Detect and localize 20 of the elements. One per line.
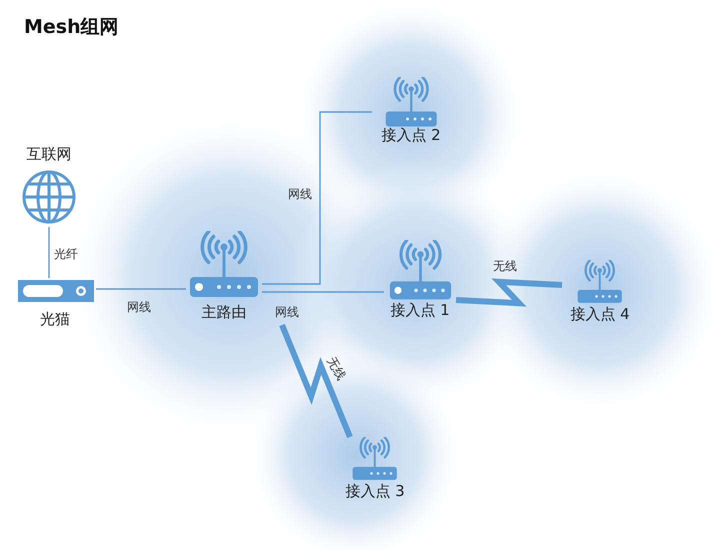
cable-line [262,291,384,293]
cable-line [48,227,50,278]
cable-line [96,288,186,290]
wireless-link [456,278,562,307]
device-label: 主路由 [200,303,248,322]
device-label: 接入点 3 [344,482,406,501]
edge-label: 光纤 [54,246,78,263]
device-label: 光猫 [39,310,71,329]
cable-line [262,111,372,285]
device-label: 接入点 4 [569,305,631,324]
edge-label: 无线 [493,258,517,275]
edge-label: 无线 [323,354,350,384]
device-label: 互联网 [26,145,72,164]
device-label: 接入点 2 [380,126,442,145]
device-label: 接入点 1 [389,301,451,320]
edge-label: 网线 [127,299,151,316]
wireless-link [279,324,353,438]
edge-label: 网线 [275,304,299,321]
edge-label: 网线 [288,186,312,203]
title: Mesh组网 [24,15,119,40]
